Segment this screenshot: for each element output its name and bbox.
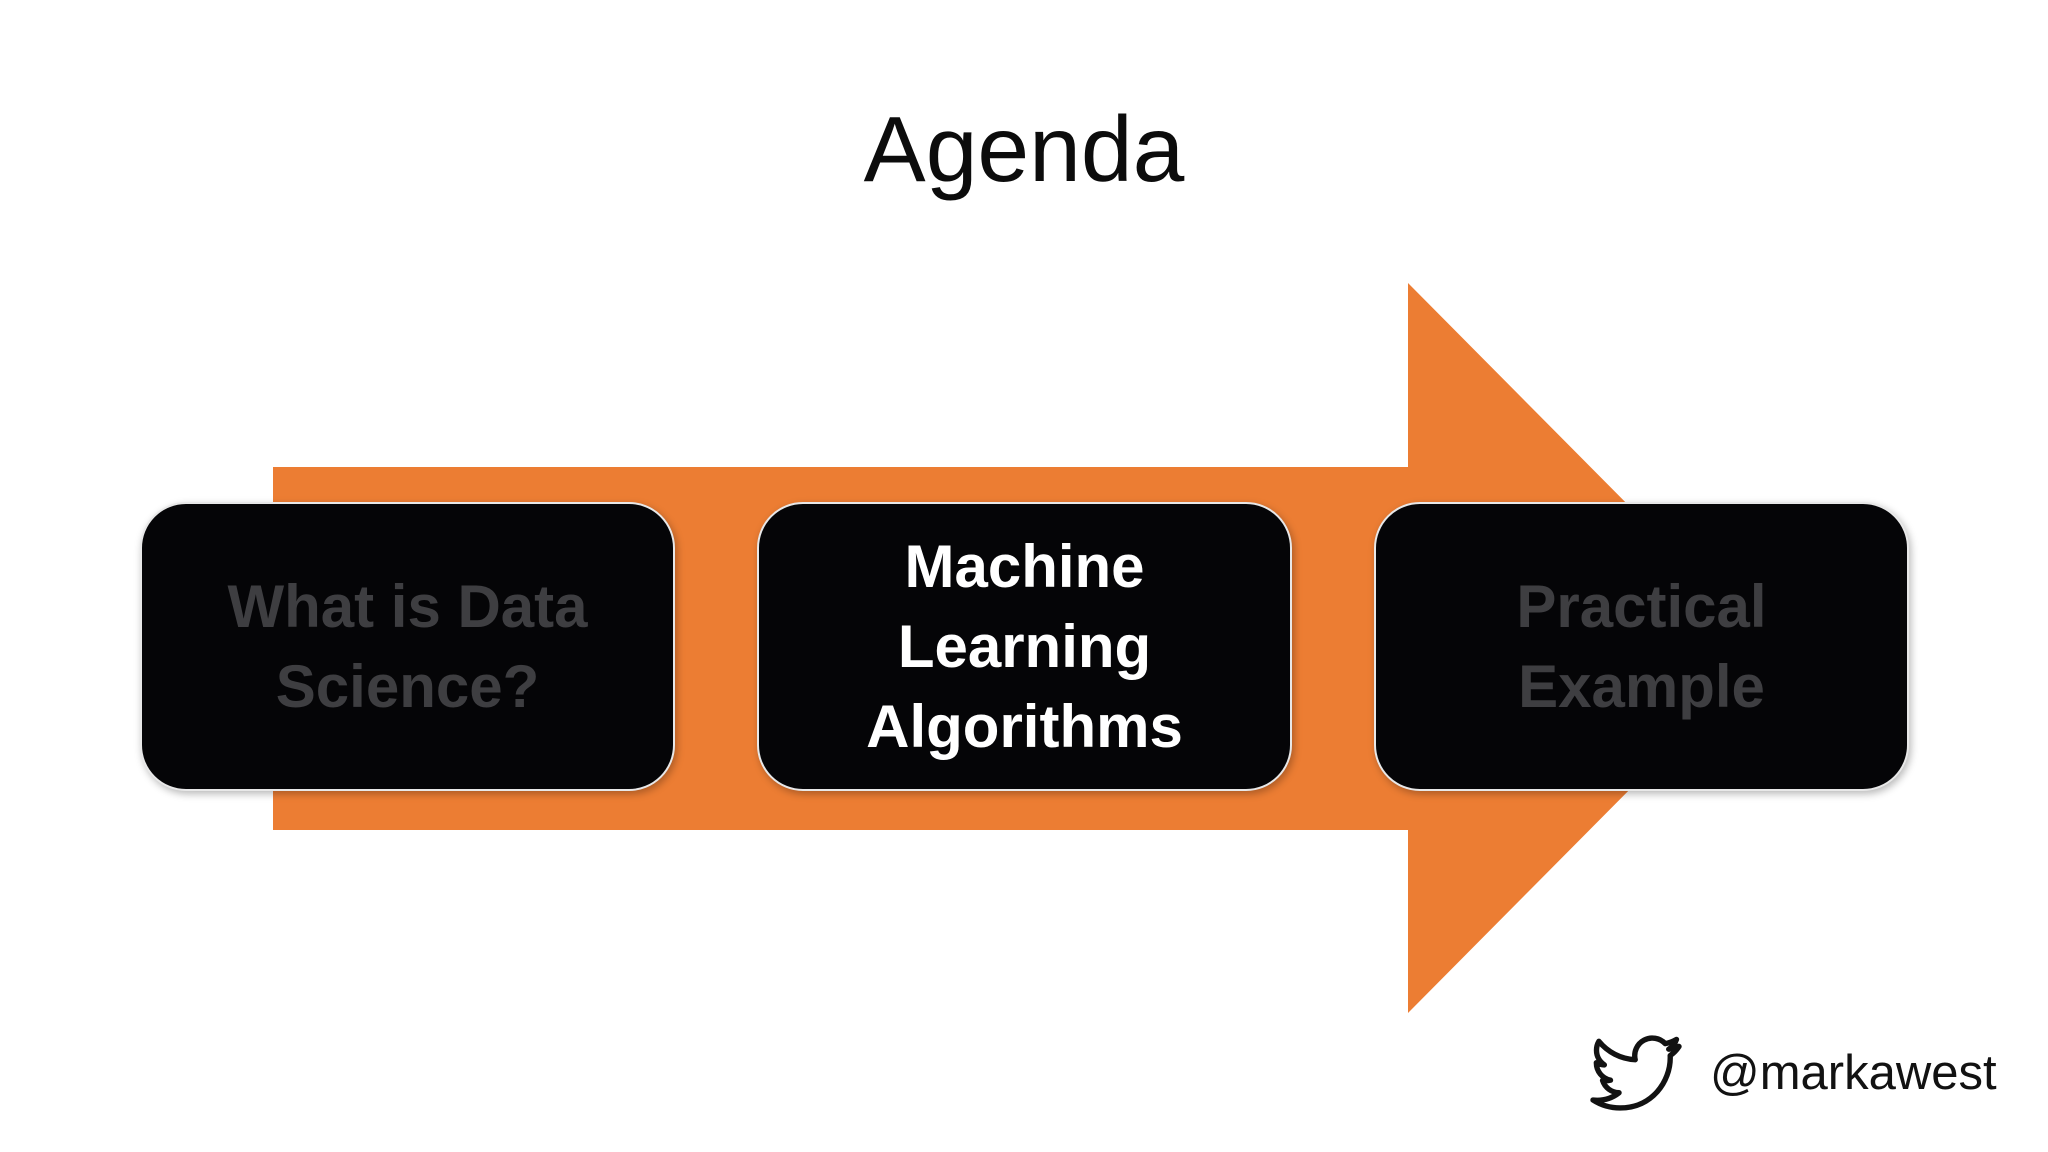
agenda-step-practical-example: Practical Example bbox=[1374, 502, 1909, 791]
step-label-line: Example bbox=[1518, 652, 1765, 720]
agenda-step-machine-learning-algorithms: Machine Learning Algorithms bbox=[757, 502, 1292, 791]
twitter-bird-icon bbox=[1590, 1035, 1682, 1111]
step-label-line: Science? bbox=[275, 652, 540, 720]
step-label-line: What is Data bbox=[227, 572, 588, 640]
step-label-line: Practical bbox=[1516, 572, 1767, 640]
slide-title: Agenda bbox=[863, 97, 1185, 201]
step-label-line: Machine bbox=[904, 532, 1145, 600]
step-label-line: Algorithms bbox=[866, 692, 1183, 760]
footer-byline: @markawest bbox=[1584, 1030, 1997, 1116]
step-label-line: Learning bbox=[897, 612, 1152, 680]
agenda-step-what-is-data-science: What is Data Science? bbox=[140, 502, 675, 791]
twitter-handle: @markawest bbox=[1710, 1046, 1997, 1100]
